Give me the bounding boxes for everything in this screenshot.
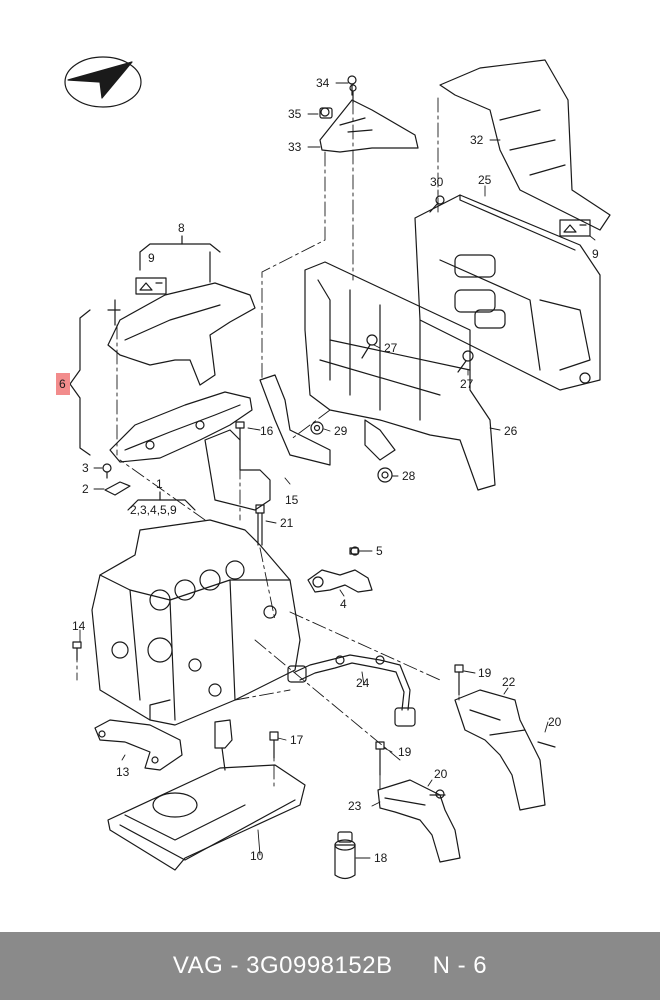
label-35: 35 [288,107,302,121]
label-20a: 20 [548,715,562,729]
label-1-sub: 2,3,4,5,9 [130,503,177,517]
label-18: 18 [374,851,388,865]
label-6: 6 [59,377,66,391]
housing-1 [91,519,301,726]
label-3: 3 [82,461,89,475]
label-17: 17 [290,733,304,747]
screw-34 [347,75,357,96]
coolant-pipe-23 [375,741,461,863]
nut-28 [377,467,393,483]
screw-3 [102,463,112,479]
cover-plate-8 [107,282,256,386]
brand-logo-icon [64,56,142,108]
label-plate-9b [559,219,591,237]
label-21: 21 [280,516,294,530]
label-33: 33 [288,140,302,154]
label-29: 29 [334,424,348,438]
parts-diagram: 34 35 33 32 30 25 9 8 9 27 27 6 29 26 16… [56,56,611,880]
label-8: 8 [178,221,185,235]
washer-29 [310,421,324,435]
label-28: 28 [402,469,416,483]
control-unit-25 [414,194,601,391]
coolant-pipe-22 [454,664,556,811]
frame-26 [304,261,496,491]
label-9a: 9 [148,251,155,265]
screw-27b [457,350,474,373]
dashed-assembly-lines [76,97,460,791]
screw-27a [361,334,378,359]
label-2: 2 [82,482,89,496]
label-9b: 9 [592,247,599,261]
footer-bar: VAG - 3G0998152B N - 6 [0,932,660,1000]
label-27b: 27 [460,377,474,391]
wiring-harness-24 [287,654,416,727]
label-20b: 20 [434,767,448,781]
bolt-21 [255,504,265,546]
label-13: 13 [116,765,130,779]
screw-30 [429,195,445,213]
gasket-plate [109,391,253,463]
cover-32 [439,59,611,231]
label-22: 22 [502,675,516,689]
callout-labels: 34 35 33 32 30 25 9 8 9 27 27 6 29 26 16… [59,76,599,865]
part-code: VAG - 3G0998152B [172,952,393,979]
bracket-15 [204,374,331,511]
bracket-33 [319,84,419,153]
callout-bracket-8 [139,235,221,283]
callout-bracket-1 [127,491,196,511]
label-16: 16 [260,424,274,438]
leader-lines [79,82,596,859]
screw-16 [235,421,245,441]
label-27a: 27 [384,341,398,355]
nut-35 [319,107,333,119]
screw-5 [350,546,360,556]
label-plate-9a [135,277,167,295]
label-15: 15 [285,493,299,507]
label-32: 32 [470,133,484,147]
bottle-18 [334,831,356,880]
label-5: 5 [376,544,383,558]
label-19a: 19 [478,666,492,680]
screw-20b [435,789,445,799]
label-1: 1 [156,477,163,491]
label-34: 34 [316,76,330,90]
sheet-number: N - 6 [432,952,488,979]
highlight-box-6 [56,373,70,395]
label-14: 14 [72,619,86,633]
clip-2 [104,481,131,496]
oil-pan-10 [107,719,306,871]
label-19b: 19 [398,745,412,759]
label-26: 26 [504,424,518,438]
label-23: 23 [348,799,362,813]
callout-bracket-6 [69,309,91,456]
label-10: 10 [250,849,264,863]
label-30: 30 [430,175,444,189]
sensor-4 [307,547,373,593]
bracket-13 [94,719,183,771]
label-24: 24 [356,676,370,690]
label-25: 25 [478,173,492,187]
label-4: 4 [340,597,347,611]
